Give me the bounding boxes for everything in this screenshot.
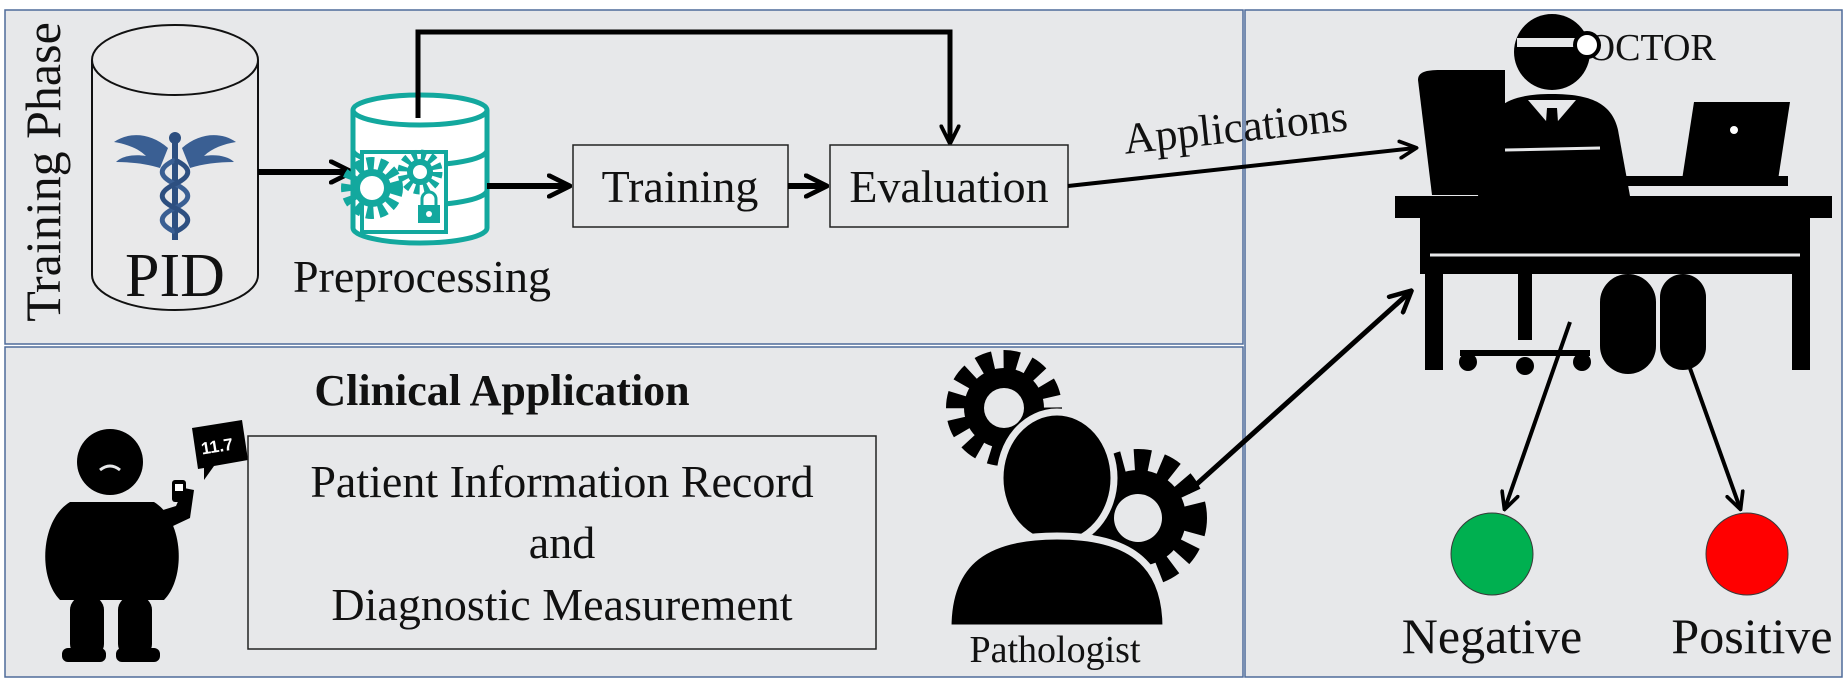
arrow-pathologist-to-doctor [1186,292,1410,494]
arrow-doctor-to-positive [1670,317,1740,508]
record-line-3: Diagnostic Measurement [331,579,792,630]
preprocessing-icon [341,92,490,246]
doctor-at-desk-icon [1395,14,1832,375]
evaluation-label: Evaluation [849,161,1048,212]
patient-record-box [247,435,877,650]
pathologist-label: Pathologist [969,629,1140,671]
arrow-preprocessing-to-evaluation [415,29,950,142]
positive-outcome-indicator [1705,512,1789,596]
negative-label: Negative [1402,608,1582,664]
training-label: Training [602,161,759,212]
training-phase-title: Training Phase [15,22,71,322]
arrow-doctor-to-negative [1505,321,1572,508]
positive-label: Positive [1671,608,1832,664]
patient-with-glucometer-icon [45,420,248,662]
pathologist-icon [944,350,1207,632]
record-line-1: Patient Information Record [310,456,813,507]
arrow-evaluation-to-doctor [1067,148,1415,188]
clinical-application-title: Clinical Application [314,366,689,415]
meter-reading: 11.7 [200,435,235,459]
negative-outcome-indicator [1450,512,1534,596]
preprocessing-label: Preprocessing [293,251,551,302]
caduceus-icon [114,132,236,240]
record-line-2: and [529,517,595,568]
pid-label: PID [125,242,225,310]
